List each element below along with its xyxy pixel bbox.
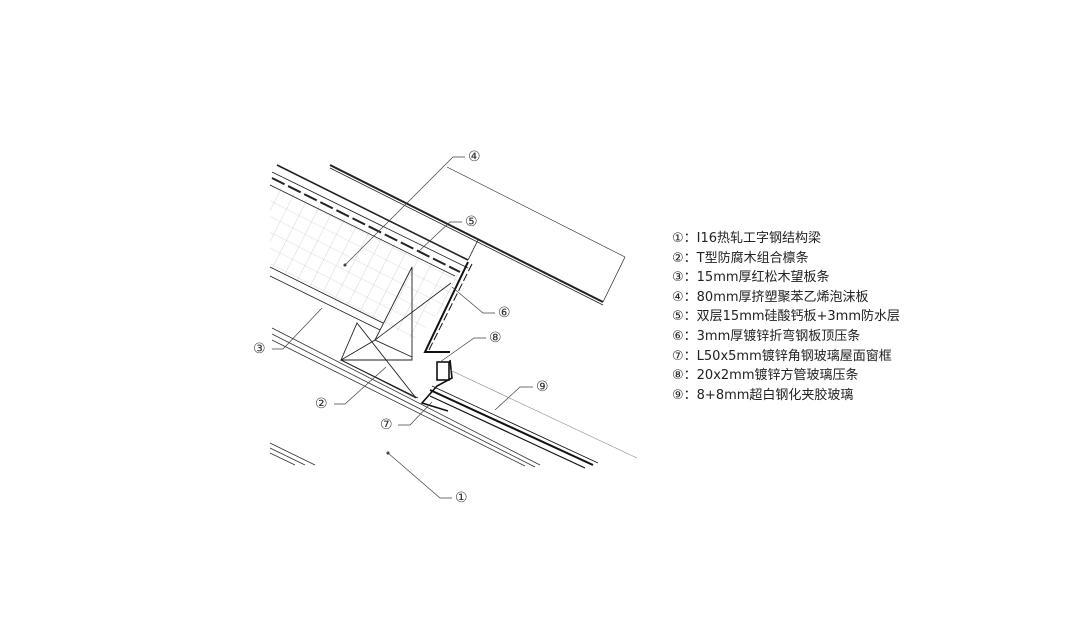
callout-9: ⑨ — [536, 379, 549, 395]
flashing-strip — [423, 261, 473, 353]
callout-8: ⑧ — [489, 330, 502, 346]
legend-item: ①：I16热轧工字钢结构梁 — [672, 231, 822, 246]
callout-5: ⑤ — [465, 214, 478, 230]
legend-item: ②：T型防腐木组合檩条 — [672, 250, 809, 266]
insulation-board — [269, 164, 479, 340]
legend-item: ⑤：双层15mm硅酸钙板+3mm防水层 — [672, 309, 901, 325]
t-purlin — [339, 266, 452, 399]
structure-lines — [269, 327, 638, 468]
legend-item: ④：80mm厚挤塑聚苯乙烯泡沫板 — [672, 289, 869, 305]
callout-2: ② — [315, 396, 328, 412]
callout-6: ⑥ — [498, 305, 511, 321]
callout-4: ④ — [468, 149, 481, 165]
callout-1: ① — [455, 490, 468, 506]
legend: ①：I16热轧工字钢结构梁 ②：T型防腐木组合檩条 ③：15mm厚红松木望板条 … — [672, 229, 900, 405]
callout-3: ③ — [253, 341, 266, 357]
callout-7: ⑦ — [380, 417, 393, 433]
legend-item: ③：15mm厚红松木望板条 — [672, 270, 830, 286]
upper-glass-panel — [329, 164, 626, 306]
legend-item: ⑧：20x2mm镀锌方管玻璃压条 — [672, 368, 859, 384]
leader-lines — [272, 156, 533, 499]
legend-item: ⑥：3mm厚镀锌折弯钢板顶压条 — [672, 328, 861, 344]
legend-item: ⑨：8+8mm超白钢化夹胶玻璃 — [672, 387, 854, 403]
laminated-glass — [429, 385, 599, 469]
legend-item: ⑦：L50x5mm镀锌角钢玻璃屋面窗框 — [672, 348, 892, 364]
glass-frame — [420, 359, 453, 412]
